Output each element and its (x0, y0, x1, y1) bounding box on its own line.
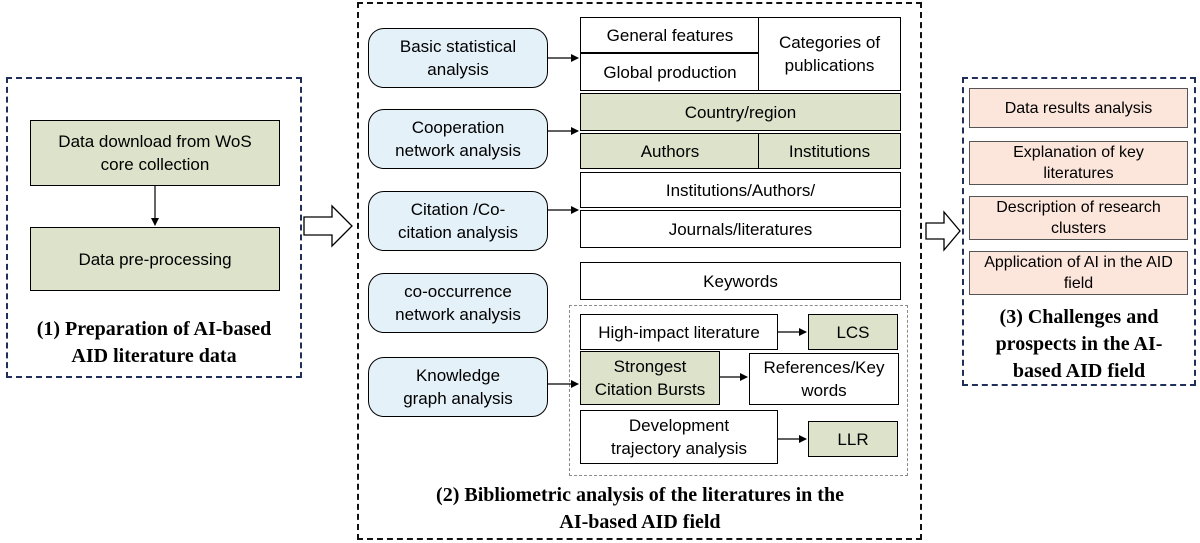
journals-literatures-box: Journals/literatures (580, 210, 901, 248)
stage2-caption-line2: AI-based AID field (559, 511, 721, 533)
country-region-box: Country/region (580, 93, 901, 131)
stage1-frame (6, 77, 302, 378)
keywords-box: Keywords (580, 262, 901, 300)
llr-box: LLR (808, 421, 898, 457)
data-results-analysis-box: Data results analysis (969, 88, 1188, 128)
stage2-frame (357, 2, 922, 540)
basic-statistical-analysis-box: Basic statistical analysis (368, 28, 548, 88)
block-arrow-stage2-to-stage3 (925, 210, 961, 252)
stage1-caption-line2: AID literature data (71, 345, 237, 367)
knowledge-graph-group (569, 305, 908, 476)
stage3-caption-line3: based AID field (1012, 360, 1146, 382)
citation-analysis-box: Citation /Co-citation analysis (368, 191, 548, 251)
stage3-caption-line1: (3) Challenges and (999, 306, 1159, 328)
institutions-authors-box: Institutions/Authors/ (580, 172, 901, 208)
application-ai-box: Application of AI in the AID field (969, 251, 1188, 295)
knowledge-graph-analysis-box: Knowledge graph analysis (368, 357, 548, 417)
stage3-frame (962, 77, 1196, 386)
lcs-box: LCS (808, 314, 898, 350)
references-keywords-box: References/Key words (749, 353, 899, 405)
data-download-box: Data download from WoS core collection (30, 120, 280, 186)
development-trajectory-box: Development trajectory analysis (580, 410, 778, 464)
cooperation-network-analysis-box: Cooperation network analysis (368, 109, 548, 169)
general-features-box: General features (580, 17, 760, 53)
global-production-box: Global production (580, 53, 760, 91)
explanation-key-literatures-box: Explanation of key literatures (969, 141, 1188, 185)
stage1-caption-line1: (1) Preparation of AI-based (36, 318, 272, 340)
description-research-clusters-box: Description of research clusters (969, 196, 1188, 240)
high-impact-literature-box: High-impact literature (580, 314, 778, 350)
stage3-caption-line2: prospects in the AI- (995, 333, 1163, 355)
strongest-citation-bursts-box: Strongest Citation Bursts (580, 351, 720, 405)
authors-box: Authors (580, 133, 760, 169)
stage2-caption-line1: (2) Bibliometric analysis of the literat… (436, 484, 844, 506)
categories-of-publications-box: Categories of publications (758, 17, 901, 91)
data-preprocessing-box: Data pre-processing (30, 227, 280, 291)
block-arrow-stage1-to-stage2 (303, 204, 353, 248)
institutions-box: Institutions (758, 133, 901, 169)
cooccurrence-network-analysis-box: co-occurrence network analysis (368, 273, 548, 333)
